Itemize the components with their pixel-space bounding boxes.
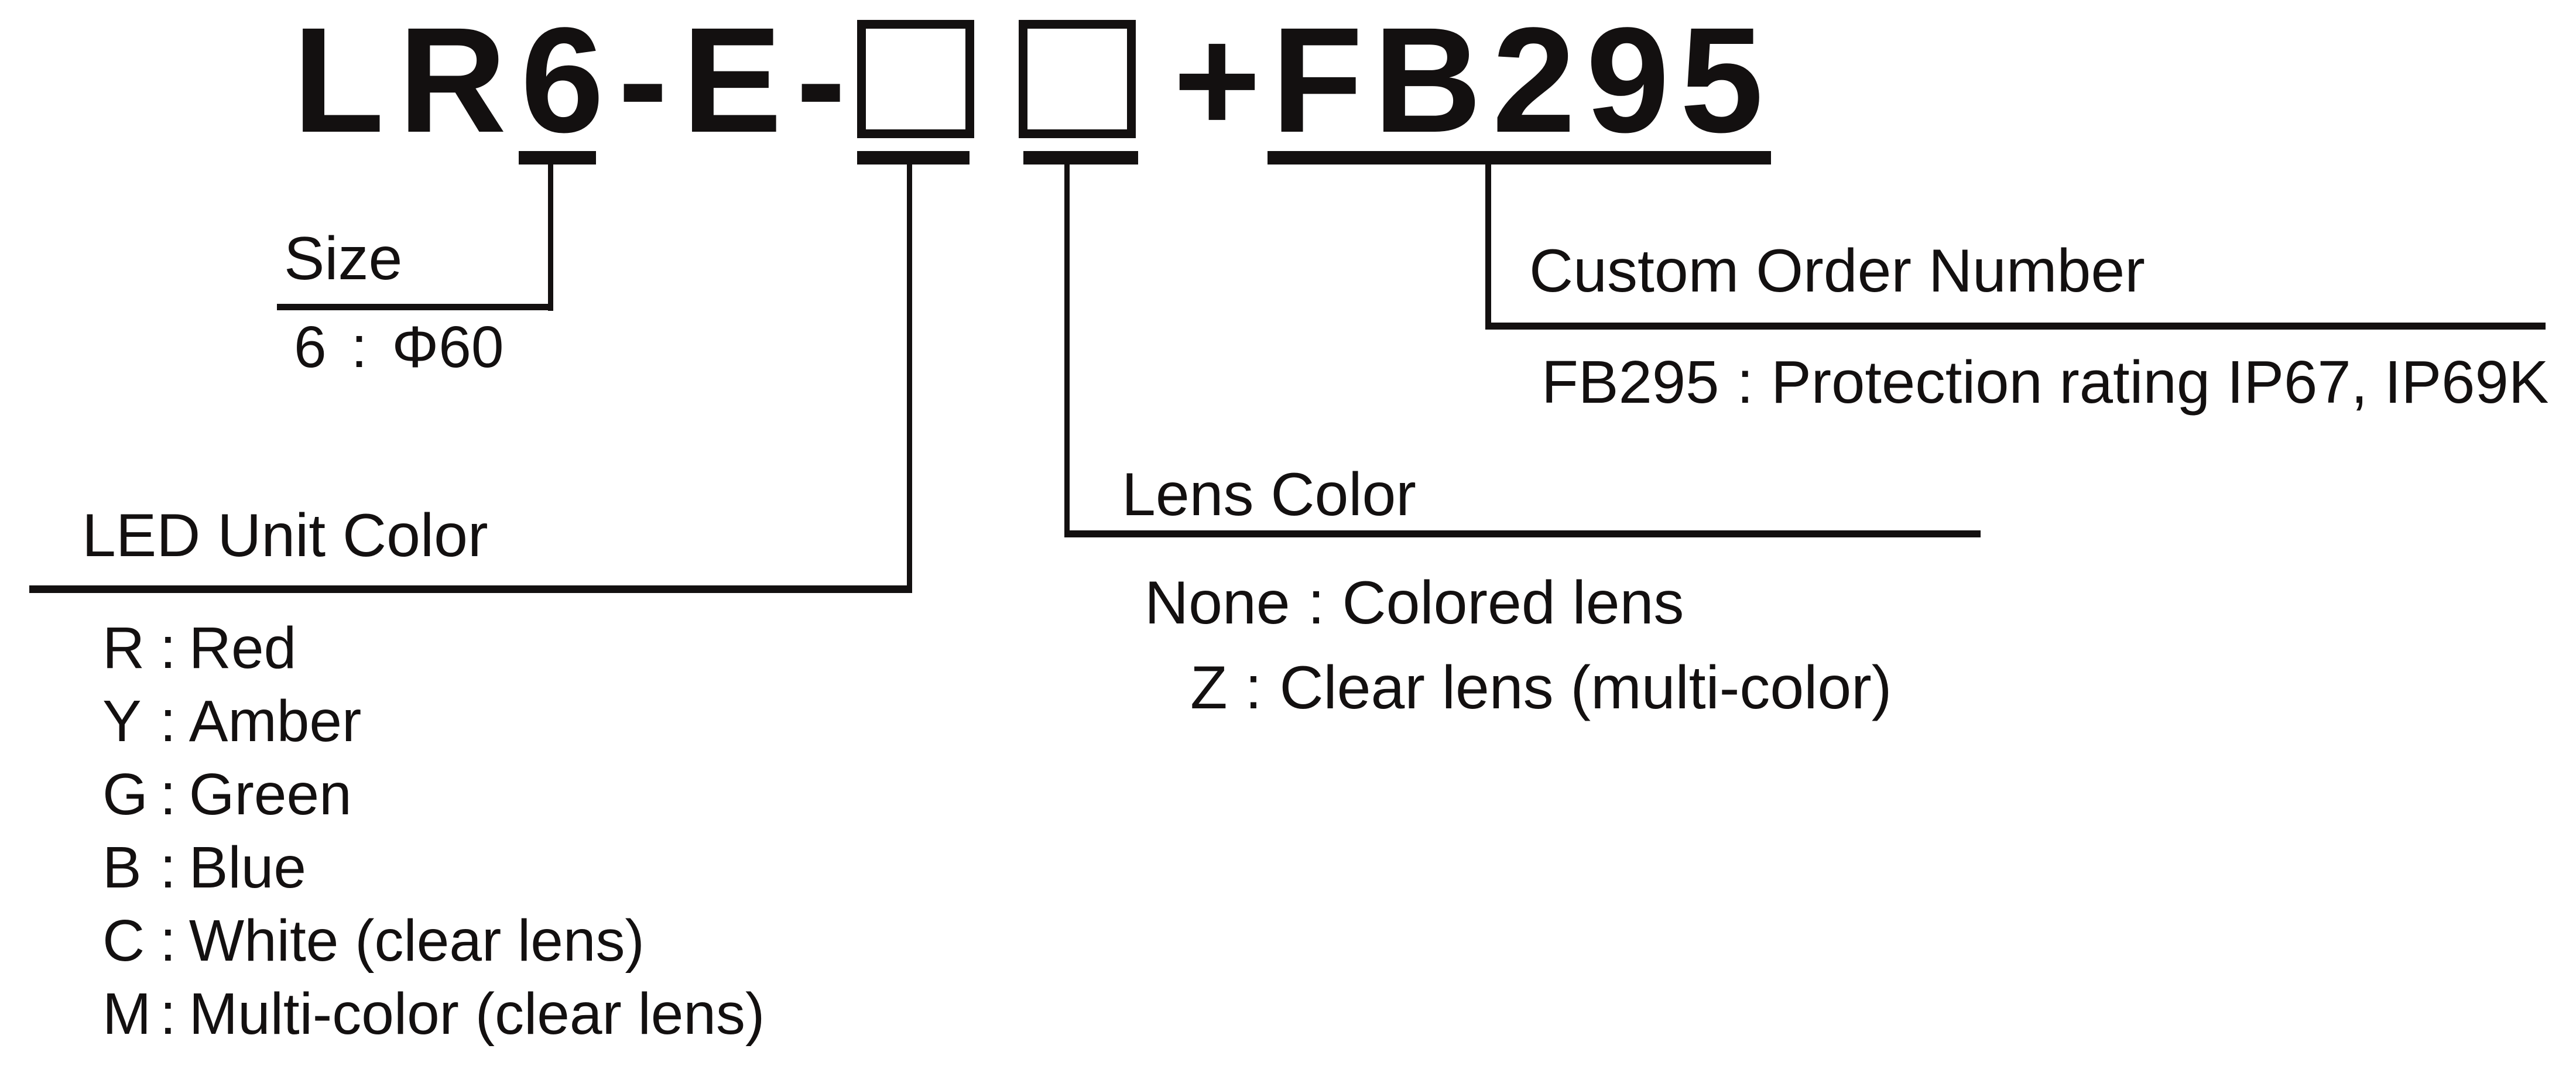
code-value: Colored lens bbox=[1342, 569, 1684, 637]
custom-order-number-rule bbox=[1485, 323, 2546, 330]
colon-separator: : bbox=[1736, 348, 1754, 416]
custom-order-number-legend-list: FB295:Protection rating IP67, IP69K bbox=[1542, 352, 2548, 412]
code-value: Blue bbox=[189, 835, 306, 900]
lens-color-placeholder-box bbox=[1019, 20, 1136, 138]
model-code-suffix: +FB295 bbox=[1173, 0, 1774, 164]
colon-separator: : bbox=[160, 835, 176, 900]
custom-order-number-heading: Custom Order Number bbox=[1529, 237, 2145, 305]
code-legend-row: G:Green bbox=[102, 758, 765, 831]
code-key: C bbox=[102, 908, 145, 974]
model-code-prefix: LR6-E- bbox=[293, 0, 860, 164]
colon-separator: : bbox=[160, 762, 176, 827]
lens-color-rule bbox=[1064, 530, 1981, 537]
led-color-placeholder-box bbox=[857, 20, 974, 138]
size-rule bbox=[277, 304, 553, 310]
code-legend-row: FB295:Protection rating IP67, IP69K bbox=[1542, 352, 2548, 412]
code-key: FB295 bbox=[1542, 348, 1719, 416]
code-value: Clear lens (multi-color) bbox=[1279, 654, 1892, 722]
connector-led-color-line bbox=[907, 164, 912, 593]
code-value: Protection rating IP67, IP69K bbox=[1771, 348, 2549, 416]
code-value: Φ60 bbox=[392, 314, 504, 380]
code-value: Green bbox=[189, 762, 352, 827]
code-legend-row: M:Multi-color (clear lens) bbox=[102, 978, 765, 1051]
underline-custom-order bbox=[1268, 151, 1771, 164]
colon-separator: : bbox=[160, 908, 176, 974]
code-key: 6 bbox=[294, 314, 327, 380]
colon-separator: : bbox=[1307, 569, 1325, 637]
code-key: Y bbox=[102, 688, 142, 754]
code-legend-row: Y:Amber bbox=[102, 685, 765, 758]
code-value: Multi-color (clear lens) bbox=[189, 981, 765, 1047]
size-legend-list: 6:Φ60 bbox=[294, 318, 503, 376]
colon-separator: : bbox=[160, 688, 176, 754]
underline-lens-color-box bbox=[1023, 151, 1138, 164]
colon-separator: : bbox=[1245, 654, 1262, 722]
code-key: B bbox=[102, 835, 142, 900]
underline-size-digit bbox=[519, 151, 596, 164]
underline-led-color-box bbox=[857, 151, 970, 164]
lens-color-heading: Lens Color bbox=[1122, 461, 1416, 529]
code-value: Amber bbox=[189, 688, 362, 754]
connector-lens-color-line bbox=[1064, 164, 1070, 537]
code-key: R bbox=[102, 615, 145, 681]
code-legend-row: None:Colored lens bbox=[1145, 561, 1892, 646]
code-value: White (clear lens) bbox=[189, 908, 645, 974]
led-unit-color-heading: LED Unit Color bbox=[82, 502, 488, 570]
led-unit-color-rule bbox=[29, 585, 912, 593]
connector-size-line bbox=[548, 164, 553, 311]
code-legend-row: 6:Φ60 bbox=[294, 318, 503, 376]
code-key: Z bbox=[1190, 654, 1228, 722]
code-legend-row: Z:Clear lens (multi-color) bbox=[1190, 646, 1892, 731]
connector-custom-order-line bbox=[1485, 164, 1491, 330]
code-legend-row: C:White (clear lens) bbox=[102, 904, 765, 978]
code-key: None bbox=[1145, 569, 1290, 637]
colon-separator: : bbox=[160, 615, 176, 681]
code-key: M bbox=[102, 981, 152, 1047]
code-legend-row: B:Blue bbox=[102, 831, 765, 904]
code-value: Red bbox=[189, 615, 297, 681]
code-key: G bbox=[102, 762, 148, 827]
colon-separator: : bbox=[351, 314, 368, 380]
size-heading: Size bbox=[284, 225, 403, 293]
code-legend-row: R:Red bbox=[102, 612, 765, 685]
colon-separator: : bbox=[160, 981, 176, 1047]
